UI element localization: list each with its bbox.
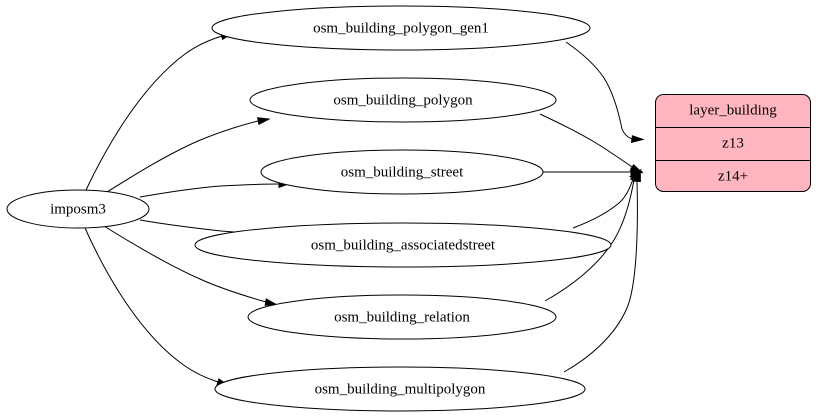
edge-imposm3-to-osm_building_polygon_gen1 xyxy=(85,32,234,191)
node-osm_building_associatedstreet-shape[interactable] xyxy=(194,222,612,268)
node-imposm3-shape[interactable] xyxy=(6,189,150,229)
node-osm_building_multipolygon[interactable]: osm_building_multipolygon xyxy=(214,366,586,412)
node-osm_building_polygon_gen1-shape[interactable] xyxy=(211,5,591,51)
node-osm_building_multipolygon-shape[interactable] xyxy=(214,366,586,412)
node-osm_building_multipolygon-label: osm_building_multipolygon xyxy=(315,381,486,397)
node-osm_building_street-label: osm_building_street xyxy=(341,164,464,180)
node-osm_building_associatedstreet[interactable]: osm_building_associatedstreet xyxy=(194,222,612,268)
node-osm_building_associatedstreet-label: osm_building_associatedstreet xyxy=(311,237,496,253)
node-imposm3[interactable]: imposm3 xyxy=(6,189,150,229)
node-osm_building_polygon_gen1[interactable]: osm_building_polygon_gen1 xyxy=(211,5,591,51)
edge-imposm3-to-osm_building_polygon xyxy=(106,117,271,193)
node-osm_building_relation-shape[interactable] xyxy=(247,294,557,340)
node-osm_building_street[interactable]: osm_building_street xyxy=(260,149,544,195)
edge-osm_building_polygon-to-z14plus xyxy=(539,113,644,174)
node-osm_building_polygon[interactable]: osm_building_polygon xyxy=(249,77,557,123)
edge-imposm3-to-osm_building_street xyxy=(139,179,291,198)
layer-building-z14plus-label: z14+ xyxy=(718,168,748,184)
node-osm_building_street-shape[interactable] xyxy=(260,149,544,195)
edge-osm_building_street-to-z14plus xyxy=(543,167,644,177)
node-osm_building_polygon-shape[interactable] xyxy=(249,77,557,123)
edge-group-tables-to-layer xyxy=(539,41,645,373)
node-osm_building_polygon-label: osm_building_polygon xyxy=(333,92,473,108)
node-osm_building_polygon_gen1-label: osm_building_polygon_gen1 xyxy=(313,20,489,36)
edge-osm_building_associatedstreet-to-z14plus xyxy=(572,170,643,229)
edge-osm_building_multipolygon-to-z14plus xyxy=(563,169,641,373)
node-layer_building[interactable]: layer_building z13 z14+ xyxy=(655,94,811,192)
node-osm_building_relation-label: osm_building_relation xyxy=(334,309,470,325)
edge-imposm3-to-osm_building_relation xyxy=(103,225,278,306)
layer-building-z13-label: z13 xyxy=(722,135,744,151)
layer-building-name-label: layer_building xyxy=(689,102,777,118)
node-osm_building_relation[interactable]: osm_building_relation xyxy=(247,294,557,340)
edge-osm_building_polygon_gen1-to-z13 xyxy=(565,41,645,144)
layer-building-box[interactable] xyxy=(655,94,811,192)
node-imposm3-label: imposm3 xyxy=(50,201,106,217)
